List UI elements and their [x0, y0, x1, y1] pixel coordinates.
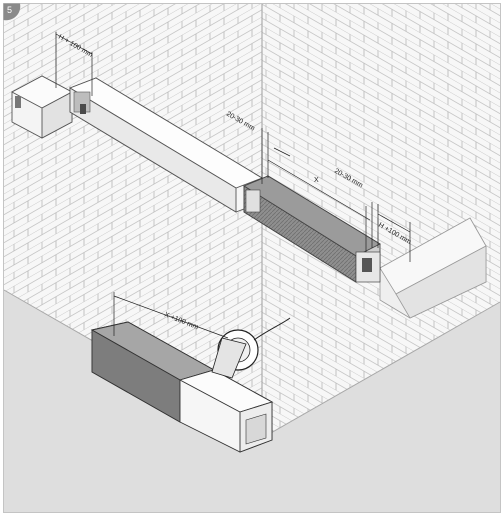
label-x-span: X [314, 177, 319, 184]
duct-corner-piece [11, 75, 73, 139]
saw-tool [211, 317, 291, 379]
cable-duct-light-section [68, 77, 264, 213]
right-wall [262, 4, 500, 438]
floor [4, 290, 500, 512]
step-badge: 5 [3, 3, 21, 21]
lower-duct-assembly [90, 321, 274, 453]
dimension-x-span: X [267, 147, 371, 221]
wall-sheathing-block [379, 217, 487, 319]
cable-duct-dark-section [243, 175, 381, 283]
step-number: 5 [7, 5, 12, 15]
